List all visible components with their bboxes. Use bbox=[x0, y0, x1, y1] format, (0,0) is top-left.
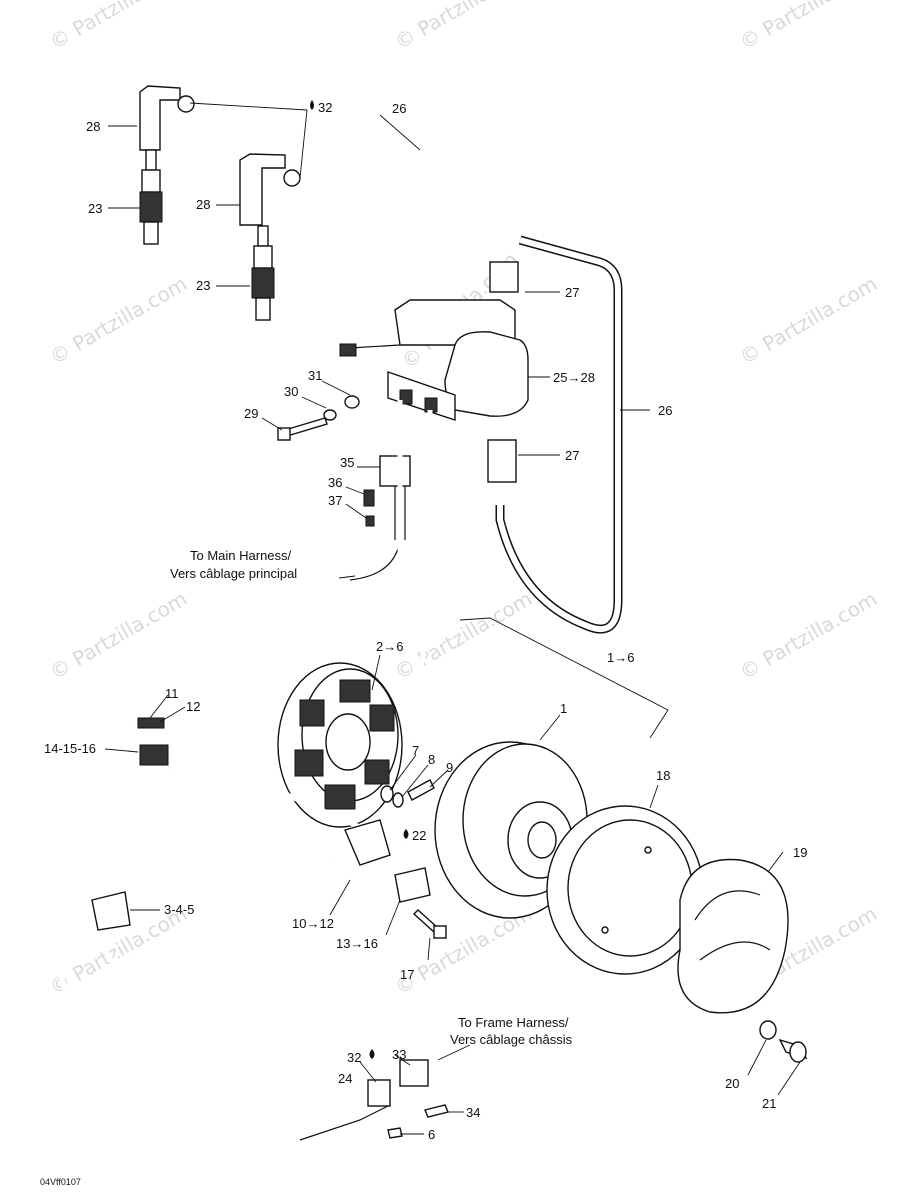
watermark: © Partzilla.com bbox=[46, 271, 192, 369]
flywheel-fasteners bbox=[380, 779, 435, 808]
callout-11: 11 bbox=[165, 686, 179, 701]
cover-fasteners bbox=[759, 1020, 808, 1063]
frame-harness-note-line2: Vers câblage châssis bbox=[450, 1032, 573, 1047]
spark-plug-1 bbox=[139, 149, 163, 245]
spark-plug-cap-1 bbox=[139, 85, 195, 151]
callout-21: 21 bbox=[762, 1096, 776, 1111]
starter-cup bbox=[546, 805, 704, 975]
callout-19: 19 bbox=[793, 845, 807, 860]
watermark: © Partzilla.com bbox=[391, 0, 537, 54]
callout-2-6: 2→6 bbox=[376, 639, 403, 654]
callout-18: 18 bbox=[656, 768, 670, 783]
watermark: © Partzilla.com bbox=[736, 271, 882, 369]
callout-26: 26 bbox=[658, 403, 672, 418]
ignition-cable bbox=[194, 102, 623, 634]
callout-23: 23 bbox=[196, 278, 210, 293]
coil-fasteners bbox=[277, 395, 360, 441]
spark-plug-2 bbox=[251, 225, 275, 321]
callouts: 28 32 26 23 28 23 27 25→28 31 30 29 26 2… bbox=[44, 100, 807, 1142]
callout-30: 30 bbox=[284, 384, 298, 399]
leader-lines bbox=[104, 102, 801, 1135]
callout-34: 34 bbox=[466, 1105, 480, 1120]
drop-icon bbox=[369, 1049, 375, 1059]
callout-37: 37 bbox=[328, 493, 342, 508]
callout-33: 33 bbox=[392, 1047, 406, 1062]
callout-3-4-5: 3-4-5 bbox=[164, 902, 194, 917]
callout-14-15-16: 14-15-16 bbox=[44, 741, 96, 756]
callout-22: 22 bbox=[412, 828, 426, 843]
watermark: © Partzilla.com bbox=[736, 0, 882, 54]
callout-27: 27 bbox=[565, 448, 579, 463]
callout-1-6: 1→6 bbox=[607, 650, 634, 665]
main-harness-note-line2: Vers câblage principal bbox=[170, 566, 297, 581]
callout-29: 29 bbox=[244, 406, 258, 421]
callout-12: 12 bbox=[186, 699, 200, 714]
callout-10-12: 10→12 bbox=[292, 916, 334, 931]
callout-17: 17 bbox=[400, 967, 414, 982]
bolt-17 bbox=[412, 909, 447, 939]
callout-27: 27 bbox=[565, 285, 579, 300]
main-harness-wires bbox=[102, 400, 433, 741]
callout-7: 7 bbox=[412, 743, 419, 758]
callout-25-28: 25→28 bbox=[553, 370, 595, 385]
stator-harness bbox=[53, 717, 431, 1095]
callout-26: 26 bbox=[392, 101, 406, 116]
flywheel bbox=[434, 741, 588, 919]
callout-32: 32 bbox=[318, 100, 332, 115]
connector-assembly bbox=[363, 455, 411, 540]
callout-1: 1 bbox=[560, 701, 567, 716]
callout-32: 32 bbox=[347, 1050, 361, 1065]
main-harness-note-line1: To Main Harness/ bbox=[190, 548, 292, 563]
drawing-code: 04Vff0107 bbox=[40, 1177, 81, 1187]
ignition-coil bbox=[339, 261, 529, 483]
callout-13-16: 13→16 bbox=[336, 936, 378, 951]
drop-icon bbox=[310, 100, 314, 110]
callout-35: 35 bbox=[340, 455, 354, 470]
drop-icon bbox=[403, 829, 409, 839]
spark-plug-cap-2 bbox=[239, 153, 301, 226]
watermark: © Partzilla.com bbox=[736, 586, 882, 684]
callout-24: 24 bbox=[338, 1071, 352, 1086]
callout-28: 28 bbox=[196, 197, 210, 212]
callout-6: 6 bbox=[428, 1127, 435, 1142]
callout-23: 23 bbox=[88, 201, 102, 216]
frame-harness-note-line1: To Frame Harness/ bbox=[458, 1015, 569, 1030]
callout-20: 20 bbox=[725, 1076, 739, 1091]
callout-28: 28 bbox=[86, 119, 100, 134]
harness-notes: To Main Harness/ Vers câblage principal … bbox=[170, 548, 573, 1047]
callout-31: 31 bbox=[308, 368, 322, 383]
watermark: © Partzilla.com bbox=[391, 586, 537, 684]
flywheel-cover bbox=[677, 858, 789, 1014]
watermark: © Partzilla.com bbox=[46, 0, 192, 54]
frame-harness-connectors bbox=[299, 1059, 449, 1141]
callout-8: 8 bbox=[428, 752, 435, 767]
stator bbox=[277, 662, 403, 828]
callout-9: 9 bbox=[446, 760, 453, 775]
callout-36: 36 bbox=[328, 475, 342, 490]
